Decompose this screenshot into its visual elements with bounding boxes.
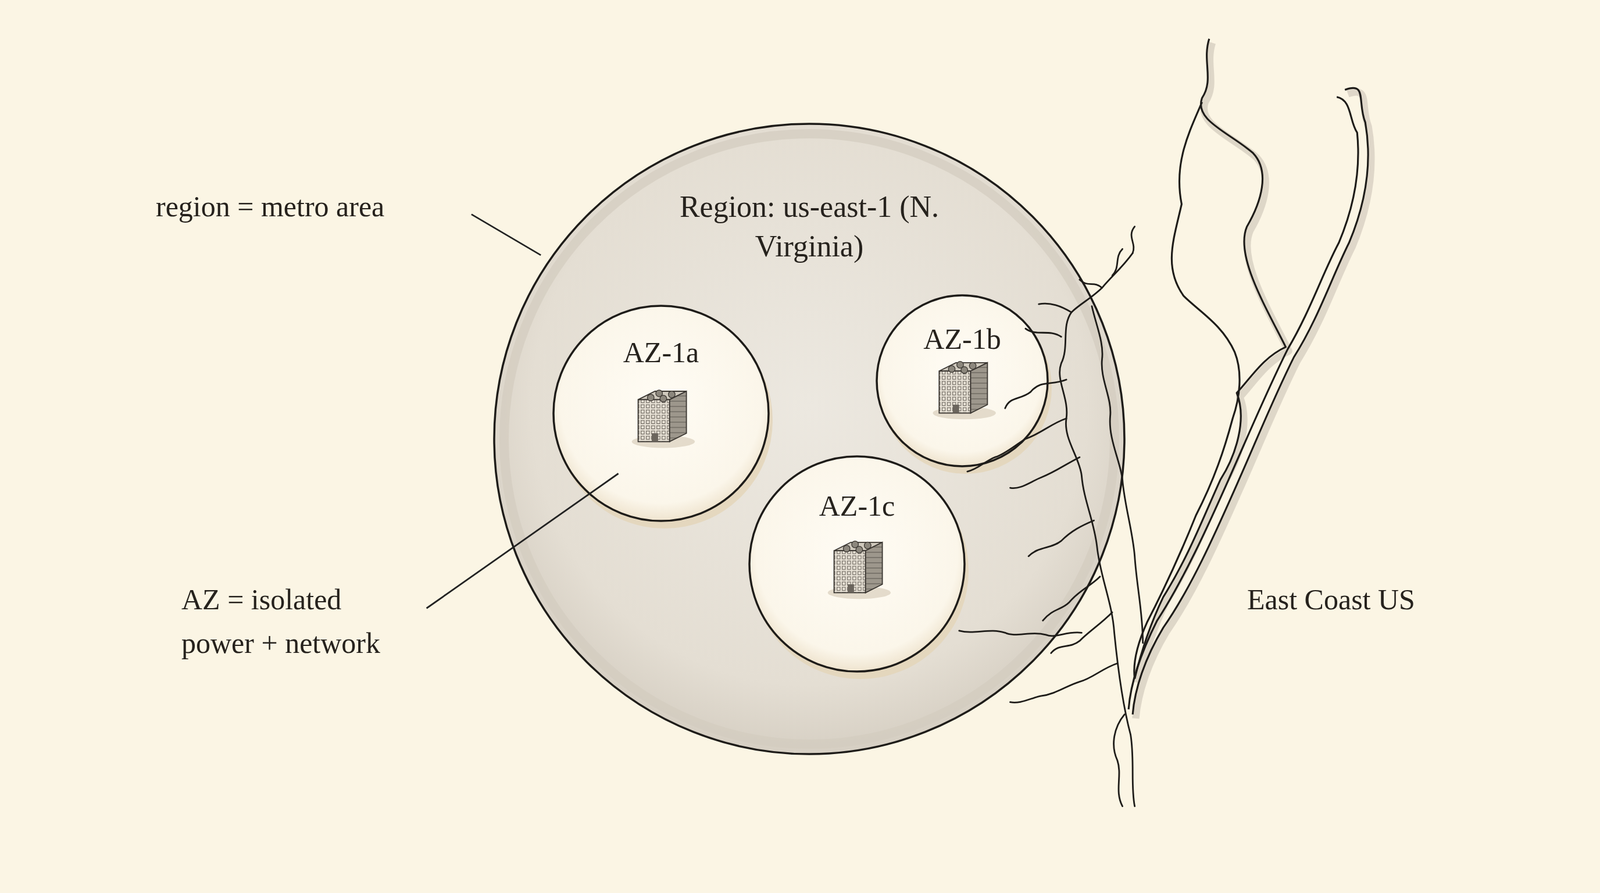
region-circle: Region: us-east-1 (N. Virginia)AZ-1aAZ-1… — [492, 122, 1127, 756]
availability-zone-circle: AZ-1c — [747, 454, 967, 674]
callout-note: AZ = isolated power + network — [181, 577, 420, 666]
availability-zone-circle: AZ-1a — [551, 304, 771, 523]
zone-name: AZ-1b — [923, 320, 1001, 359]
circle-outline — [875, 293, 1050, 469]
zone-name: AZ-1a — [623, 333, 700, 372]
map-label: East Coast US — [1247, 577, 1416, 622]
callout-note: region = metro area — [155, 184, 385, 229]
region-title: Region: us-east-1 (N. Virginia) — [629, 187, 990, 266]
circle-outline — [747, 454, 967, 674]
availability-zone-circle: AZ-1b — [875, 293, 1050, 469]
zone-name: AZ-1c — [819, 487, 896, 525]
